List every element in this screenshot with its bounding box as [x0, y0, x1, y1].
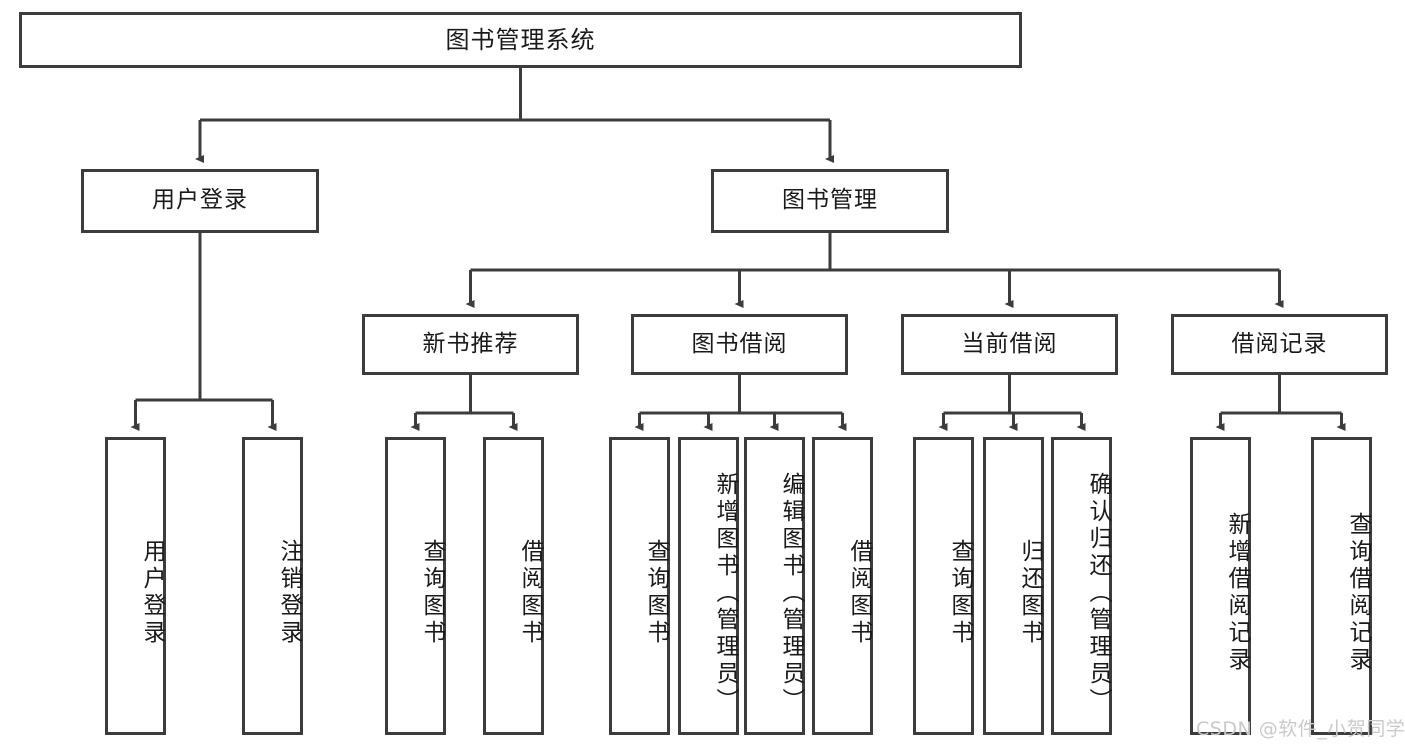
- node-label: 新增借阅记录: [1224, 512, 1250, 674]
- node-label: 查询图书: [419, 539, 445, 647]
- node-label: 注销登录: [276, 539, 302, 647]
- csdn-watermark: CSDN @软件_小贺同学: [1196, 718, 1405, 740]
- node-leaf-7-借阅图书[interactable]: 借阅图书: [812, 437, 873, 735]
- node-leaf-10-确认归还管理员[interactable]: 确认归还（管理员）: [1051, 437, 1112, 735]
- node-label: 编辑图书（管理员）: [778, 471, 804, 715]
- node-label: 查询图书: [947, 539, 973, 647]
- node-leaf-6-编辑图书管理员[interactable]: 编辑图书（管理员）: [744, 437, 805, 735]
- node-level3-借阅记录[interactable]: 借阅记录: [1171, 314, 1388, 375]
- node-leaf-1-注销登录[interactable]: 注销登录: [242, 437, 303, 735]
- node-label: 新增图书（管理员）: [712, 471, 738, 715]
- node-label: 用户登录: [152, 187, 248, 214]
- node-label: 借阅记录: [1231, 330, 1328, 357]
- node-label: 图书借阅: [691, 330, 788, 357]
- node-leaf-12-查询借阅记录[interactable]: 查询借阅记录: [1311, 437, 1372, 735]
- node-label: 借阅图书: [517, 539, 543, 647]
- node-leaf-0-用户登录[interactable]: 用户登录: [105, 437, 166, 735]
- node-label: 用户登录: [139, 539, 165, 647]
- node-leaf-9-归还图书[interactable]: 归还图书: [983, 437, 1044, 735]
- node-leaf-2-查询图书[interactable]: 查询图书: [385, 437, 446, 735]
- node-leaf-4-查询图书[interactable]: 查询图书: [609, 437, 670, 735]
- node-leaf-5-新增图书管理员[interactable]: 新增图书（管理员）: [678, 437, 739, 735]
- node-label: 归还图书: [1017, 539, 1043, 647]
- node-leaf-11-新增借阅记录[interactable]: 新增借阅记录: [1190, 437, 1251, 735]
- node-level3-图书借阅[interactable]: 图书借阅: [631, 314, 848, 375]
- node-label: 查询借阅记录: [1345, 512, 1371, 674]
- node-label: 新书推荐: [422, 330, 519, 357]
- node-label: 查询图书: [643, 539, 669, 647]
- node-level3-新书推荐[interactable]: 新书推荐: [362, 314, 579, 375]
- node-label: 确认归还（管理员）: [1085, 471, 1111, 715]
- node-label: 借阅图书: [846, 539, 872, 647]
- node-label: 当前借阅: [961, 330, 1058, 357]
- node-leaf-8-查询图书[interactable]: 查询图书: [913, 437, 974, 735]
- node-level3-当前借阅[interactable]: 当前借阅: [901, 314, 1118, 375]
- node-label: 图书管理: [782, 187, 878, 214]
- node-level2-用户登录[interactable]: 用户登录: [81, 169, 319, 233]
- node-label: 图书管理系统: [445, 25, 596, 54]
- node-leaf-3-借阅图书[interactable]: 借阅图书: [483, 437, 544, 735]
- node-root-图书管理系统[interactable]: 图书管理系统: [19, 12, 1022, 68]
- node-level2-图书管理[interactable]: 图书管理: [711, 169, 949, 233]
